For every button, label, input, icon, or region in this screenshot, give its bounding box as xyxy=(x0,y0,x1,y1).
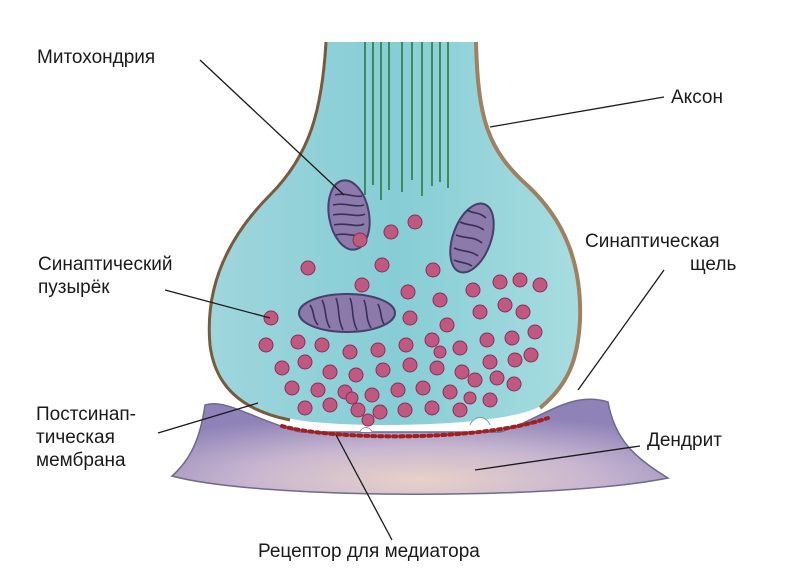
mitochondrion-3 xyxy=(299,294,395,332)
label-dendrite: Дендрит xyxy=(647,430,722,451)
label-mitochondria: Митохондрия xyxy=(37,47,155,68)
exocytosis-site-2 xyxy=(360,428,372,433)
label-cleft-1: Синаптическая xyxy=(585,231,720,252)
label-postsynaptic-2: тическая xyxy=(36,427,115,448)
label-postsynaptic-1: Постсинап- xyxy=(36,404,136,425)
label-vesicle-1: Синаптический xyxy=(38,254,173,275)
label-cleft-2: щель xyxy=(690,254,736,275)
label-vesicle-2: пузырёк xyxy=(38,277,110,298)
label-axon: Аксон xyxy=(671,87,723,108)
label-postsynaptic-3: мембрана xyxy=(36,450,126,471)
label-receptor: Рецептор для медиатора xyxy=(258,541,480,562)
